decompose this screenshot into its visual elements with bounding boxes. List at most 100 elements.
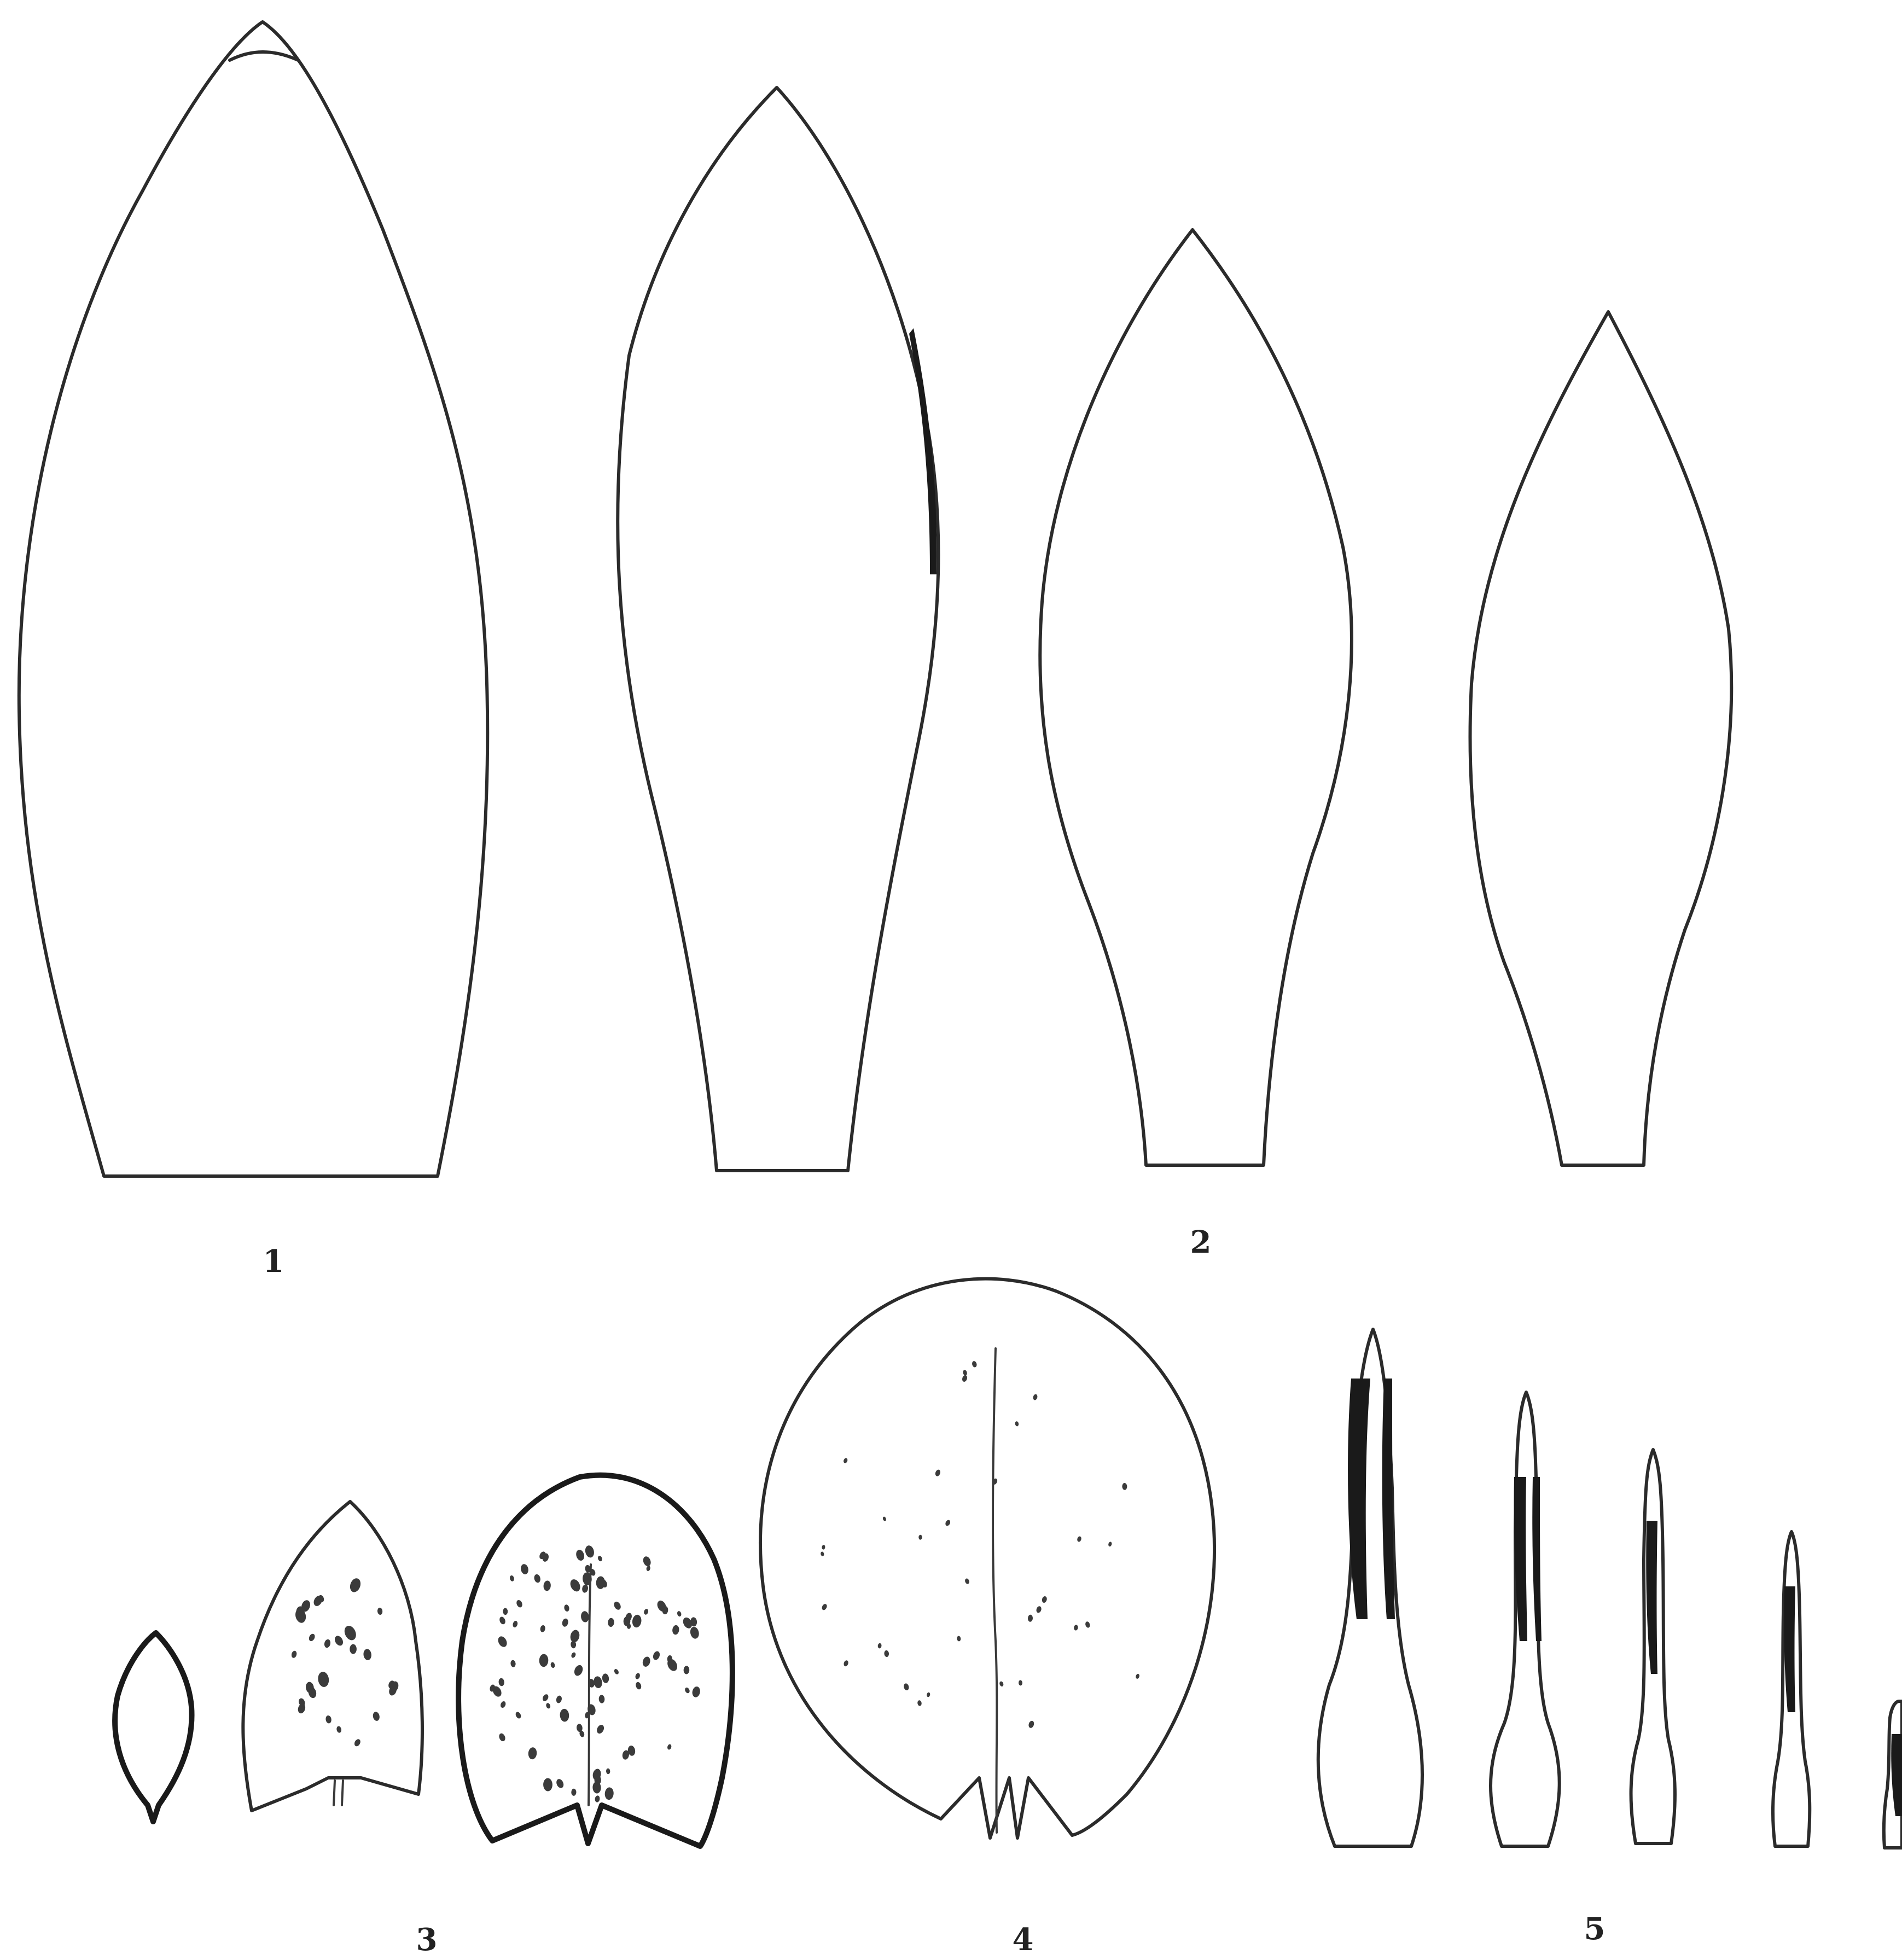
figure-5-label: 5: [1584, 1911, 1606, 1947]
stipple-spot: [945, 1519, 951, 1527]
figure-2-petal-c: [1470, 312, 1732, 1165]
stipple-spot: [1074, 1625, 1079, 1631]
stipple-spot: [498, 1732, 506, 1742]
figure-5-petal-d-shade: [1784, 1586, 1795, 1712]
stipple-spot: [652, 1650, 661, 1661]
stipple-spot: [689, 1626, 700, 1639]
figure-4-spots: [820, 1360, 1140, 1729]
stipple-spot: [642, 1656, 652, 1668]
stipple-spot: [926, 1692, 930, 1697]
stipple-spot: [1019, 1680, 1023, 1685]
figure-2: 2: [618, 88, 1731, 1260]
stipple-spot: [510, 1660, 516, 1667]
stipple-spot: [684, 1686, 690, 1694]
stipple-spot: [821, 1603, 828, 1611]
stipple-spot: [503, 1608, 508, 1615]
stipple-spot: [372, 1711, 380, 1721]
stipple-spot: [512, 1620, 518, 1628]
stipple-spot: [561, 1618, 569, 1627]
stipple-spot: [348, 1577, 363, 1594]
stipple-spot: [1028, 1615, 1033, 1622]
stipple-spot: [598, 1695, 605, 1703]
figure-2-label: 2: [1190, 1224, 1212, 1260]
stipple-spot: [595, 1795, 600, 1803]
figure-4-petal: [760, 1279, 1214, 1838]
stipple-spot: [1077, 1536, 1082, 1543]
stipple-spot: [555, 1778, 565, 1789]
stipple-spot: [608, 1618, 615, 1627]
figure-4-label: 4: [1013, 1922, 1034, 1958]
figure-5-petal-a-shade: [1348, 1379, 1395, 1619]
stipple-spot: [568, 1578, 582, 1593]
stipple-spot: [560, 1708, 569, 1722]
stipple-spot: [683, 1666, 689, 1674]
stipple-spot: [533, 1574, 541, 1584]
figure-3-leaf-small: [115, 1633, 191, 1822]
stipple-spot: [528, 1747, 537, 1760]
stipple-spot: [333, 1635, 345, 1647]
stipple-spot: [822, 1545, 825, 1550]
stipple-spot: [820, 1551, 824, 1557]
stipple-spot: [1042, 1596, 1048, 1603]
figure-2-petal-b: [1040, 230, 1352, 1165]
stipple-spot: [496, 1635, 508, 1649]
stipple-spot: [877, 1643, 882, 1648]
stipple-spot: [573, 1664, 584, 1677]
stipple-spot: [550, 1662, 556, 1668]
stipple-spot: [499, 1701, 507, 1709]
stipple-spot: [581, 1584, 589, 1593]
stipple-spot: [509, 1575, 515, 1581]
stipple-spot: [917, 1700, 922, 1706]
stipple-spot: [1085, 1621, 1091, 1628]
stipple-spot: [323, 1639, 331, 1649]
stipple-spot: [613, 1668, 619, 1676]
figure-3-petal-medium: [243, 1502, 422, 1811]
stipple-spot: [363, 1649, 372, 1661]
stipple-spot: [957, 1636, 961, 1642]
figure-4: 4: [760, 1279, 1214, 1958]
stipple-spot: [563, 1604, 570, 1612]
figure-3-spots: [290, 1545, 701, 1803]
stipple-spot: [584, 1545, 596, 1559]
stipple-spot: [1108, 1542, 1112, 1547]
stipple-spot: [377, 1607, 383, 1615]
stipple-spot: [882, 1516, 887, 1522]
stipple-spot: [667, 1744, 672, 1750]
stipple-spot: [903, 1683, 910, 1691]
stipple-spot: [843, 1660, 849, 1667]
stipple-spot: [498, 1616, 506, 1625]
stipple-spot: [597, 1555, 603, 1562]
stipple-spot: [643, 1608, 649, 1615]
stipple-spot: [571, 1789, 576, 1796]
stipple-spot: [539, 1654, 548, 1667]
figure-1: 1: [19, 22, 487, 1279]
figure-1-petal: [19, 22, 487, 1176]
stipple-spot: [604, 1787, 614, 1800]
stipple-spot: [1135, 1673, 1140, 1679]
stipple-spot: [342, 1624, 358, 1642]
stipple-spot: [884, 1650, 889, 1657]
stipple-spot: [580, 1611, 589, 1623]
stipple-spot: [635, 1672, 641, 1679]
stipple-spot: [1032, 1394, 1038, 1401]
stipple-spot: [575, 1549, 585, 1562]
stipple-spot: [545, 1702, 551, 1709]
stipple-spot: [972, 1360, 978, 1368]
stipple-spot: [308, 1633, 316, 1642]
stipple-spot: [631, 1614, 642, 1628]
figure-5-petal-c-shade: [1646, 1521, 1657, 1674]
stipple-spot: [317, 1671, 330, 1688]
stipple-spot: [543, 1778, 552, 1791]
stipple-spot: [542, 1693, 550, 1702]
stipple-spot: [934, 1469, 941, 1477]
figure-1-tip-overlap: [230, 52, 298, 60]
stipple-spot: [350, 1644, 357, 1654]
stipple-spot: [498, 1678, 505, 1686]
figure-3: 3: [115, 1475, 732, 1958]
stipple-spot: [515, 1599, 523, 1608]
stipple-spot: [642, 1555, 652, 1567]
stipple-spot: [571, 1651, 577, 1659]
figure-4-midrib: [993, 1348, 997, 1833]
stipple-spot: [677, 1610, 682, 1617]
